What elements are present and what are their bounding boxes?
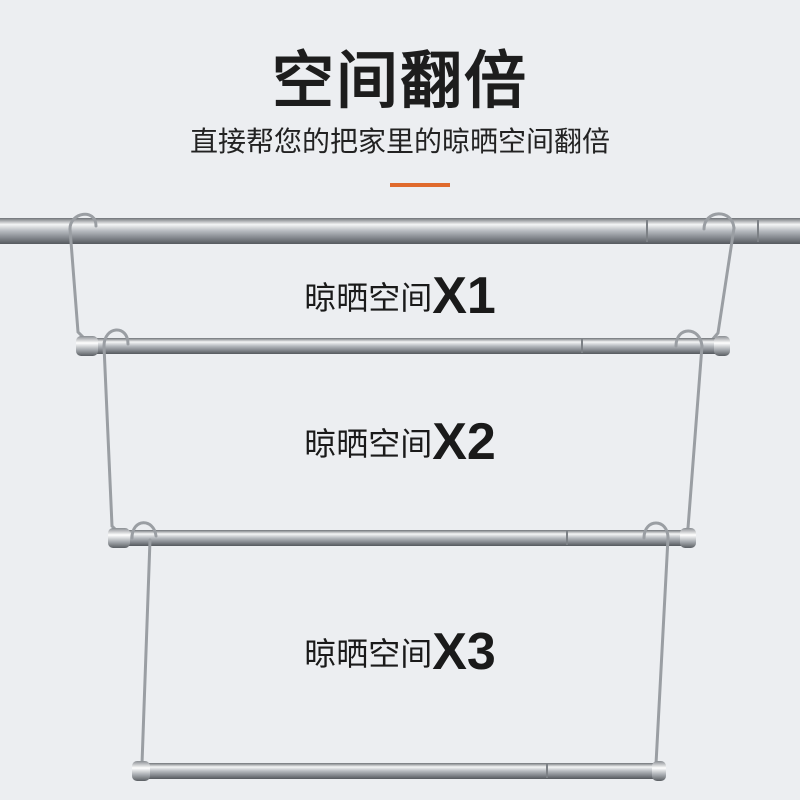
tier-label-3: 晾晒空间X3 <box>0 622 800 682</box>
tier-label-text: 晾晒空间 <box>304 279 433 317</box>
top-rod <box>0 218 800 244</box>
rod-tier2 <box>108 528 696 548</box>
page-subtitle: 直接帮您的把家里的晾晒空间翻倍 <box>189 125 610 158</box>
tier-label-2: 晾晒空间X2 <box>0 412 800 472</box>
rod-tier3 <box>132 761 666 781</box>
rod-tier1 <box>76 336 730 356</box>
tier-label-text: 晾晒空间 <box>304 425 433 463</box>
tier-label-1: 晾晒空间X1 <box>0 266 800 326</box>
page-title: 空间翻倍 <box>271 44 528 117</box>
tier-multiplier: X1 <box>432 267 496 325</box>
tier-multiplier: X3 <box>432 623 496 681</box>
tier-label-text: 晾晒空间 <box>304 635 433 673</box>
accent-divider <box>390 183 450 187</box>
tier-multiplier: X2 <box>432 413 496 471</box>
